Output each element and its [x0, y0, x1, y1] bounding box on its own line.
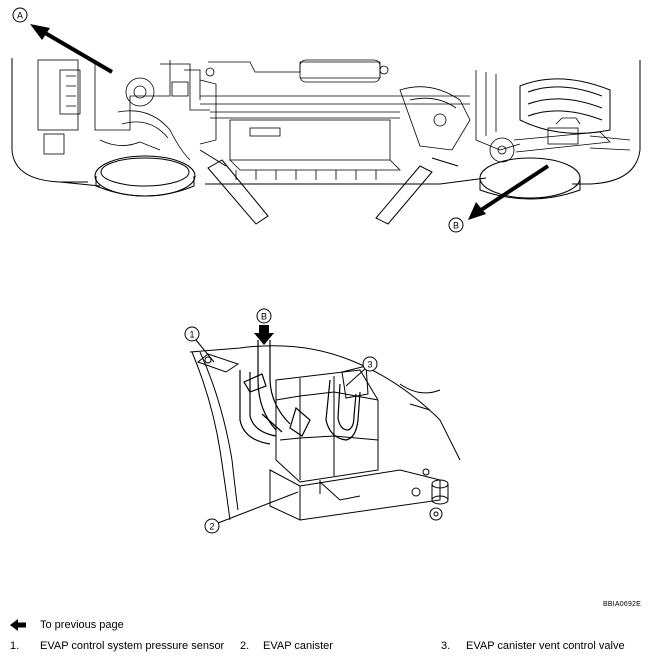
- underbody-view: [11, 58, 641, 225]
- part-3-number: 3: [367, 360, 372, 370]
- view-b-callout: B: [448, 217, 464, 233]
- view-b-pointer: [468, 164, 550, 220]
- previous-page-label: To previous page: [40, 619, 124, 631]
- lower-links: [199, 149, 459, 225]
- part-1-callout: 1: [184, 326, 200, 342]
- legend-item-3-label: EVAP canister vent control valve: [466, 640, 625, 652]
- part-2-number: 2: [209, 522, 214, 532]
- part-1-leader: [195, 339, 215, 363]
- left-engine-bay: [37, 59, 210, 161]
- legend-item-2-label: EVAP canister: [263, 640, 333, 652]
- hoses: [239, 340, 361, 445]
- parts-legend: 1. EVAP control system pressure sensor 2…: [0, 640, 651, 656]
- part-2-leader: [217, 491, 299, 524]
- canister-detail: [189, 325, 461, 524]
- left-wheel: [94, 155, 196, 197]
- view-a-label: A: [17, 11, 23, 21]
- left-arrow-icon: [10, 619, 26, 631]
- view-b-label: B: [453, 221, 459, 231]
- center-underbody: [199, 59, 471, 180]
- legend-item-3-number: 3.: [441, 640, 451, 652]
- part-1-number: 1: [189, 330, 194, 340]
- part-3-leader: [345, 367, 367, 387]
- view-b-detail-callout: B: [256, 308, 272, 324]
- right-underbody: [475, 70, 631, 163]
- previous-page-link[interactable]: To previous page: [10, 618, 124, 632]
- legend-item-2-number: 2.: [240, 640, 250, 652]
- legend-item-1-label: EVAP control system pressure sensor: [40, 640, 225, 652]
- part-2-callout: 2: [204, 518, 220, 534]
- vent-valve-shape: [341, 365, 449, 521]
- evap-canister-shape: [269, 369, 441, 521]
- part-3-callout: 3: [362, 356, 378, 372]
- view-b-detail-pointer: [254, 325, 274, 345]
- figure-reference-code: BBIA0692E: [603, 601, 641, 608]
- right-wheel: [479, 78, 611, 200]
- evap-underbody-diagram: A B: [11, 7, 641, 534]
- view-a-callout: A: [12, 7, 28, 23]
- view-b-detail-label: B: [261, 312, 267, 322]
- legend-item-1-number: 1.: [10, 640, 20, 652]
- view-a-pointer: [30, 24, 114, 74]
